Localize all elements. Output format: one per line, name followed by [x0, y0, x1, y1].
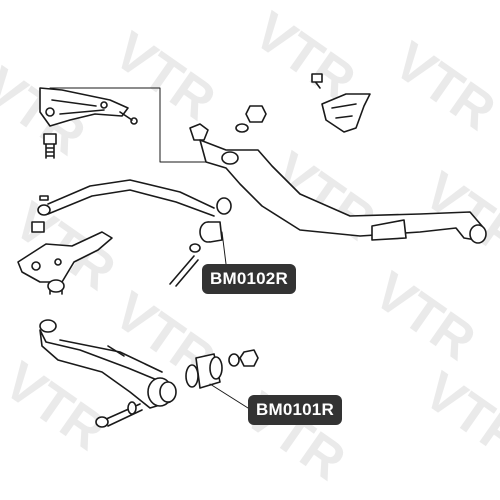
svg-text:VTR: VTR [363, 261, 486, 372]
upper-long-bolt [169, 243, 201, 287]
washer [235, 123, 249, 133]
bracket-plate [39, 87, 129, 127]
strut-rod [37, 179, 215, 217]
lower-leader [209, 383, 249, 409]
lower-bushing-right [185, 353, 223, 389]
top-right-bracket [311, 73, 371, 133]
part-label-bm0102r: BM0102R [202, 264, 296, 294]
lower-washers [228, 349, 259, 367]
stabilizer-bar [189, 123, 487, 244]
lower-long-bolt [95, 401, 143, 428]
bracket-bolt [43, 133, 57, 159]
small-bolt [119, 111, 138, 125]
svg-text:VTR: VTR [383, 31, 500, 142]
leader-line [49, 87, 206, 163]
upper-leader [221, 231, 227, 265]
top-nut [245, 105, 267, 123]
upper-bushing [199, 197, 232, 243]
part-label-bm0101r: BM0101R [248, 395, 342, 425]
svg-text:VTR: VTR [413, 361, 500, 472]
mid-left-bracket [17, 221, 113, 295]
lower-bushing-left [147, 377, 177, 407]
